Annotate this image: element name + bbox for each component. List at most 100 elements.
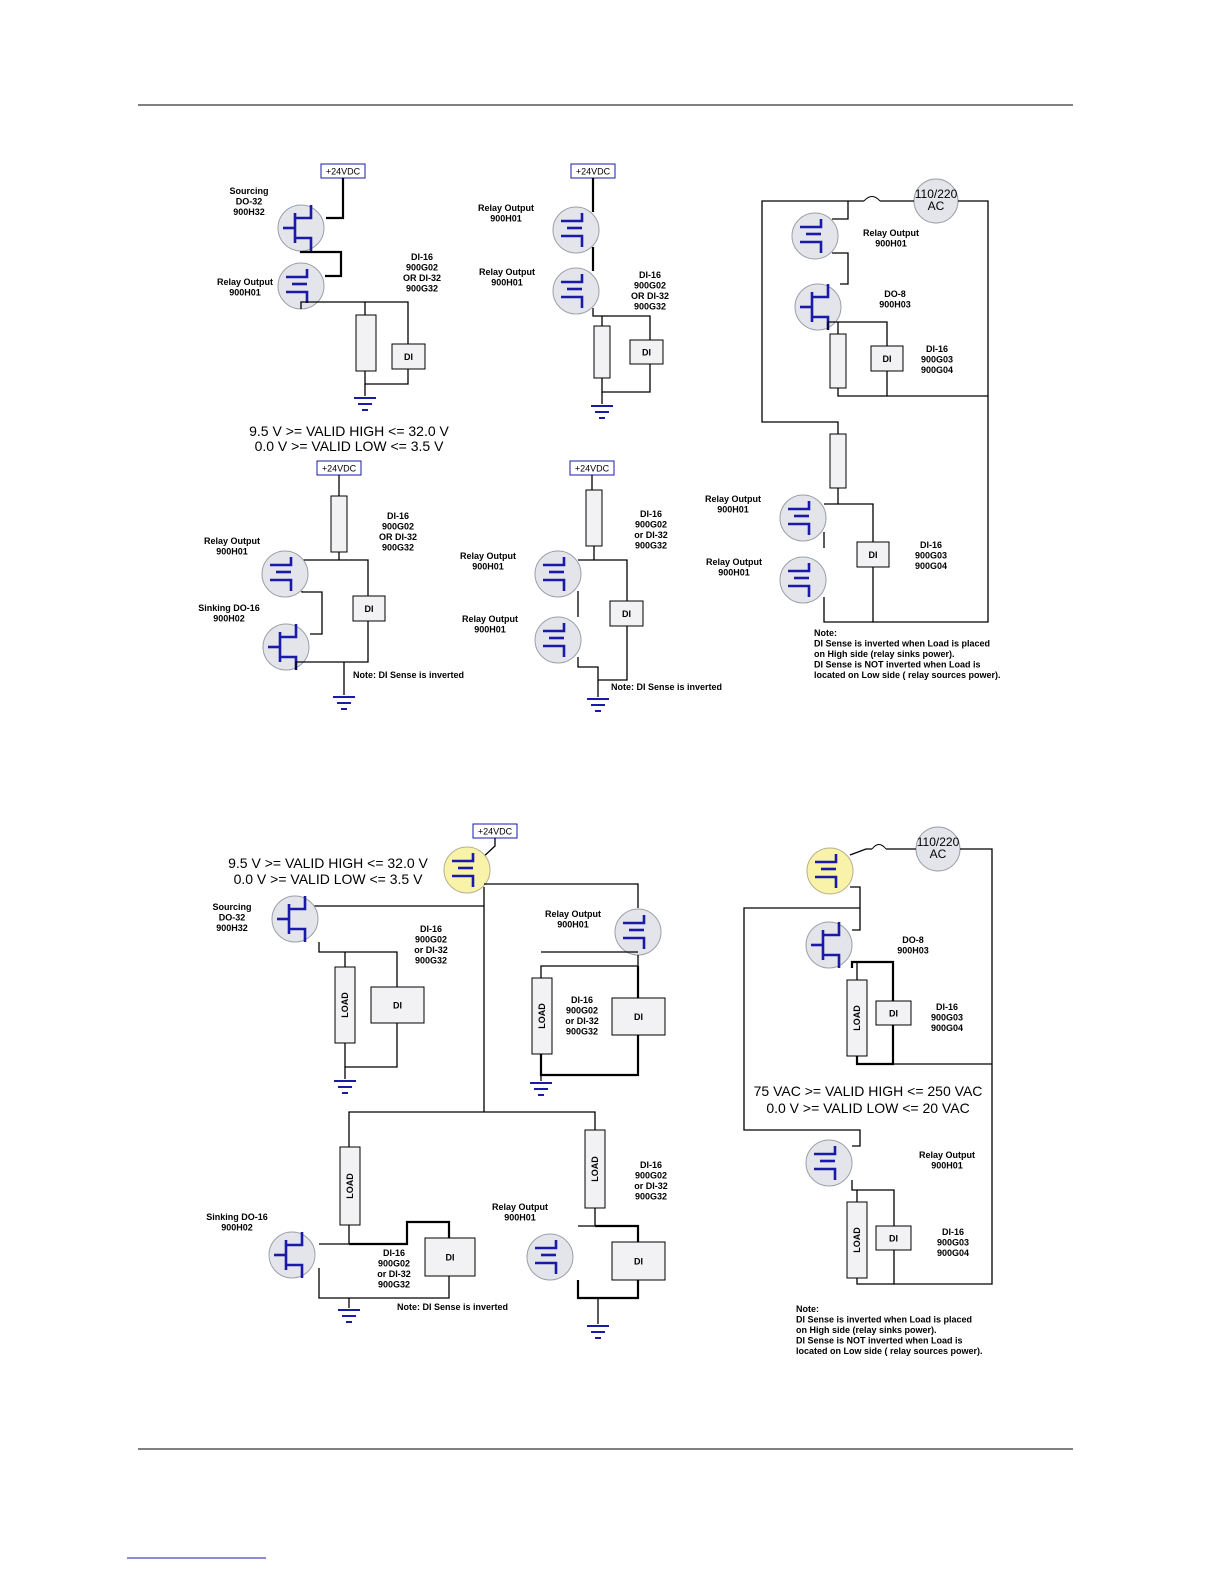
fuse-symbol — [871, 844, 887, 850]
resistor — [585, 489, 603, 547]
sinking-do16-label-line: Sinking DO-16 — [206, 1212, 268, 1222]
relay-output-label-line: Relay Output — [545, 909, 601, 919]
ground-symbol — [530, 1082, 552, 1096]
relay-contact-top — [814, 1146, 837, 1156]
relay-contact-symbol — [779, 494, 827, 542]
wire — [856, 1278, 894, 1285]
di-label: DI — [889, 1234, 898, 1244]
relay-output-label-line: 900H01 — [718, 568, 750, 578]
relay-contact-symbol — [534, 616, 582, 664]
transistor-source — [289, 927, 307, 942]
relay-contact-top — [452, 853, 475, 863]
power-supply-label: +24VDC — [326, 167, 361, 177]
do8-label-line: 900H03 — [897, 946, 929, 956]
relay-output-label-line: 900H01 — [216, 547, 248, 557]
relay-contact-bottom — [452, 874, 475, 887]
relay-contact-bottom — [543, 644, 566, 657]
do8-label-line: 900H03 — [879, 300, 911, 310]
relay-output-label-line: Relay Output — [460, 551, 516, 561]
wire — [872, 200, 989, 623]
wire — [578, 546, 595, 561]
relay-contact-bottom — [788, 584, 811, 597]
wire — [578, 1208, 596, 1227]
dc-levels-label-line: 0.0 V >= VALID LOW <= 3.5 V — [255, 438, 445, 454]
note-inverted: Note: DI Sense is inverted — [397, 1302, 508, 1312]
di-input-box — [609, 600, 644, 627]
di-label: DI — [393, 1001, 402, 1011]
relay-output-label-line: 900H01 — [474, 625, 506, 635]
ac-source-label-line: AC — [928, 199, 945, 213]
load-label: LOAD — [852, 1227, 862, 1253]
di16-label-line: 900G02 — [415, 935, 447, 945]
relay-output-label-line: Relay Output — [217, 277, 273, 287]
ground-symbol — [354, 397, 376, 411]
relay-circle — [614, 908, 662, 956]
di-label: DI — [869, 550, 878, 560]
di16-label-line: OR DI-32 — [631, 291, 669, 301]
ac-source-label-line: 110/220 — [917, 835, 960, 849]
wire — [893, 848, 993, 1285]
ac-source-label-line: 110/220 — [915, 187, 958, 201]
wire — [348, 1111, 484, 1147]
di16-label-line: or DI-32 — [377, 1269, 411, 1279]
relay-circle — [791, 212, 839, 260]
do8-label-line: DO-8 — [884, 289, 906, 299]
wire — [852, 908, 861, 931]
di-label: DI — [889, 1009, 898, 1019]
relay-contact-bottom — [623, 936, 646, 949]
relay-output-label-line: Relay Output — [462, 614, 518, 624]
di-label: DI — [365, 604, 374, 614]
dc-levels-label-line: 9.5 V >= VALID HIGH <= 32.0 V — [249, 423, 449, 439]
wire — [484, 883, 639, 908]
ground-symbol — [587, 1325, 609, 1339]
relay-output-label-line: Relay Output — [204, 536, 260, 546]
wire — [761, 200, 864, 434]
relay-contact-bottom — [561, 234, 584, 247]
di16-label-line: 900G02 — [406, 263, 438, 273]
relay-output-label-line: Relay Output — [863, 228, 919, 238]
relay-contact-bottom — [543, 578, 566, 591]
relay-contact-symbol — [526, 1233, 574, 1281]
di-input-box — [856, 541, 890, 568]
di16-label-line: 900G02 — [382, 522, 414, 532]
relay-contact-bottom — [814, 1167, 837, 1180]
di16-label-line: 900G32 — [635, 541, 667, 551]
relay-contact-symbol — [806, 847, 854, 895]
load-label: LOAD — [590, 1156, 600, 1182]
transistor-source — [295, 236, 313, 251]
di-input-box — [870, 345, 904, 372]
relay-contact-symbol — [552, 206, 600, 254]
di16-label-line: 900G02 — [566, 1006, 598, 1016]
relay-circle — [779, 494, 827, 542]
power-supply-label: +24VDC — [576, 167, 611, 177]
note-block-line: located on Low side ( relay sources powe… — [814, 670, 1001, 680]
sourcing-do32-label-line: Sourcing — [212, 902, 251, 912]
transistor-source — [286, 1263, 304, 1278]
wire — [539, 1035, 640, 1077]
di16-g03-label-line: 900G04 — [937, 1248, 969, 1258]
wire — [319, 1225, 350, 1245]
wire — [837, 388, 988, 397]
wire — [592, 308, 651, 340]
relay-circle — [534, 550, 582, 598]
power-supply-label: +24VDC — [478, 827, 513, 837]
sourcing-do32-label-line: 900H32 — [216, 923, 248, 933]
di16-label-line: OR DI-32 — [379, 532, 417, 542]
di16-label-line: DI-16 — [571, 995, 593, 1005]
transistor-drain — [280, 624, 298, 639]
relay-output-label-line: 900H01 — [931, 1161, 963, 1171]
di-input-box — [629, 339, 664, 365]
di-label: DI — [404, 352, 413, 362]
di16-label-line: or DI-32 — [414, 945, 448, 955]
